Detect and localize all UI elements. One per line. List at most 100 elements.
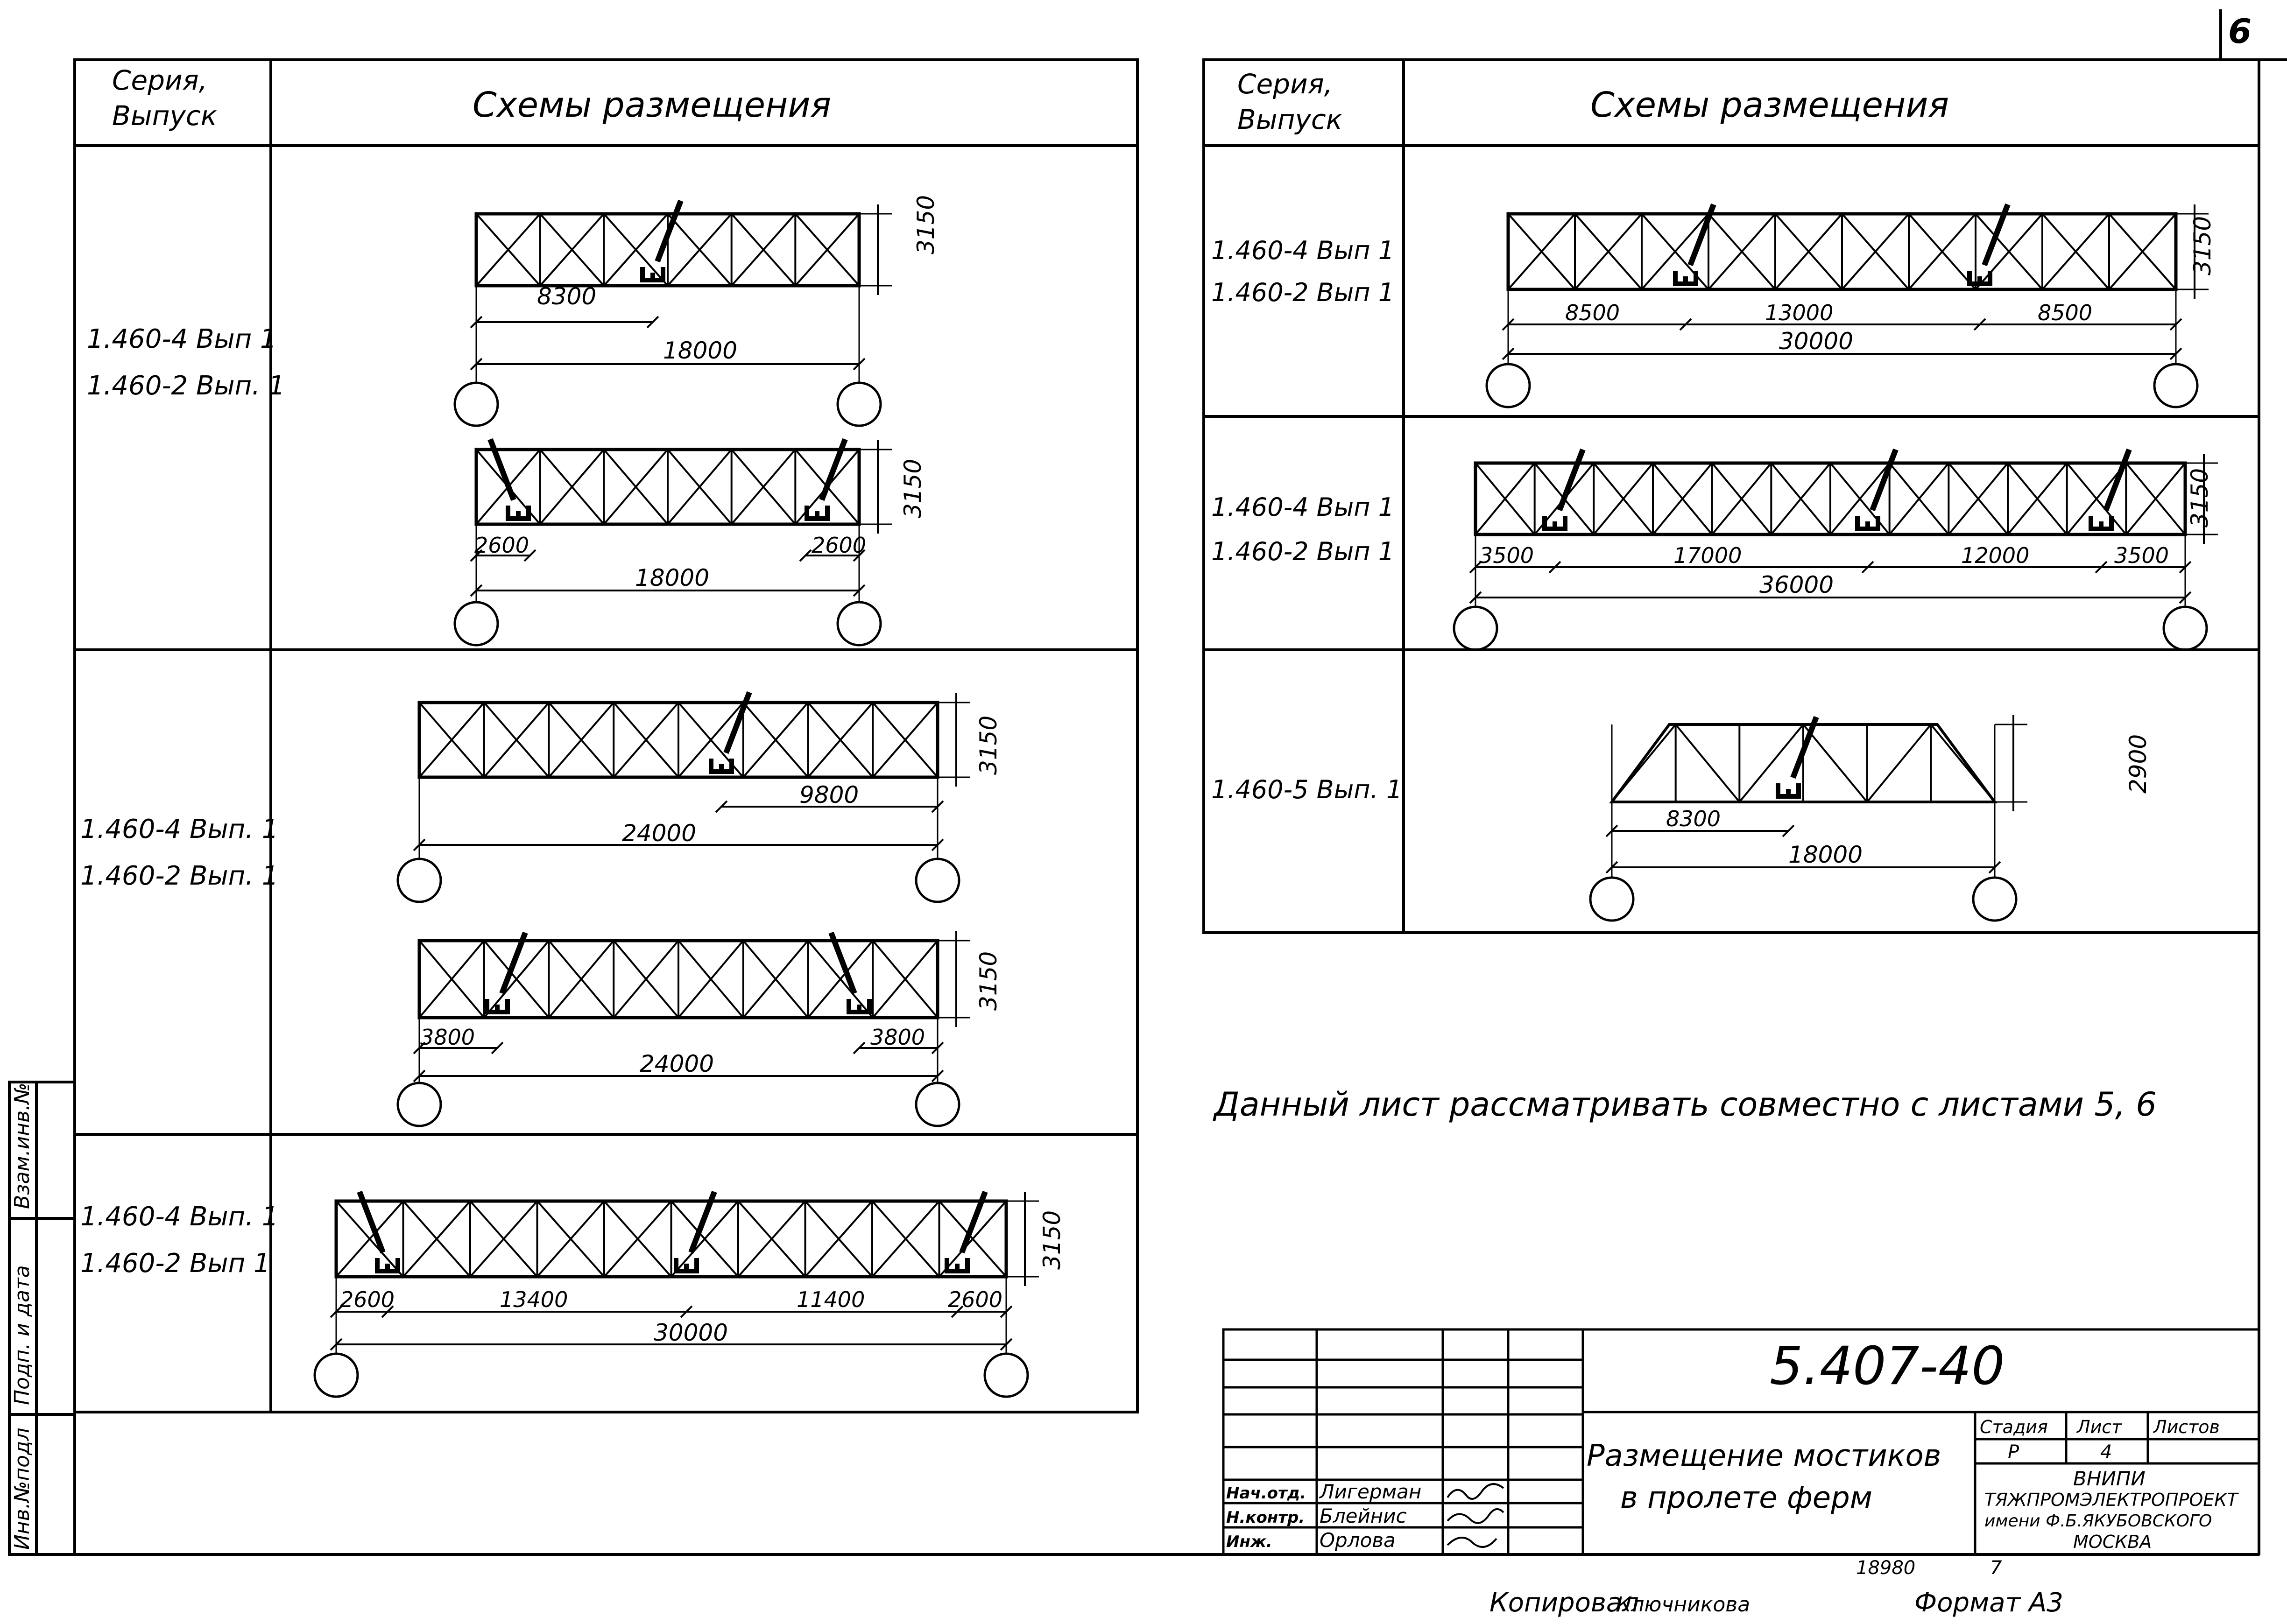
schemes-header: Схемы размещения: [1590, 85, 1949, 125]
truss-diagonal: [1770, 462, 1831, 535]
org-name-line3: имени Ф.Б.ЯКУБОВСКОГО: [1984, 1512, 2212, 1531]
support-node-circle: [915, 1082, 960, 1127]
truss-diagonal: [667, 449, 733, 525]
series-code: 1.460-4 Вып. 1: [80, 1202, 278, 1232]
truss-scheme-r2: [1453, 448, 2218, 651]
truss-diagonal: [613, 940, 679, 1019]
series-code: 1.460-4 Вып 1: [1211, 492, 1394, 522]
truss-diagonal: [939, 1200, 1007, 1278]
truss-diagonal: [613, 702, 679, 778]
truss-diagonal: [1507, 213, 1576, 290]
truss-diagonal: [1908, 213, 1976, 290]
document-title-line1: Размещение мостиков: [1587, 1439, 1941, 1473]
dimension-tick: [1973, 318, 1986, 331]
truss-l2b-labels: 3150 3800 3800 24000: [420, 951, 1002, 1077]
dimension-label: 8500: [1565, 300, 1620, 325]
walkway-bridge-symbol: [674, 1258, 699, 1273]
dimension-tick: [2095, 561, 2108, 574]
person-name: Лигерман: [1319, 1480, 1421, 1503]
truss-diagonal: [807, 702, 874, 778]
walkway-ladder: [357, 1190, 386, 1254]
truss-r1-labels: 3150 8500 13000 8500 30000: [1565, 216, 2216, 355]
truss-diagonal: [603, 449, 669, 525]
truss-height-label: 3150: [975, 951, 1002, 1011]
truss-diagonal: [1866, 724, 1932, 803]
truss-scheme-l2a: [396, 691, 970, 903]
truss-l2a-labels: 3150 9800 24000: [622, 716, 1002, 847]
truss-diagonal: [2125, 462, 2186, 535]
table-grid: [8, 9, 2287, 1556]
truss-l1a-labels: 3150 8300 18000: [537, 195, 939, 364]
truss-diagonal: [539, 213, 605, 287]
truss-diagonal: [2066, 462, 2127, 535]
truss-diagonal: [742, 702, 809, 778]
dimension-label: 2600: [948, 1287, 1002, 1312]
dimension-label: 3800: [870, 1025, 925, 1050]
support-node-circle: [983, 1352, 1029, 1398]
stamp-inventory: Инв.№подл: [10, 1427, 34, 1550]
stamp-replace: Взам.инв.№: [10, 1083, 34, 1209]
support-node-circle: [1485, 363, 1531, 408]
truss-diagonal: [1802, 724, 1868, 803]
truss-scheme-l1b: [453, 438, 892, 647]
walkway-bridge-symbol: [1855, 516, 1880, 531]
truss-diagonal: [1738, 724, 1804, 803]
truss-height-label: 3150: [899, 459, 926, 518]
truss-diagonal: [805, 1200, 873, 1278]
truss-diagonal: [603, 213, 669, 287]
series-header-line2: Выпуск: [112, 100, 217, 132]
dimension-tick: [715, 800, 728, 813]
truss-diagonal: [402, 1200, 471, 1278]
walkway-bridge-symbol: [1673, 271, 1698, 286]
dimension-label: 8300: [1666, 806, 1721, 831]
stamp-sign-date: Подп. и дата: [10, 1265, 34, 1405]
truss-diagonal: [603, 1200, 672, 1278]
dimension-tick: [1782, 824, 1795, 837]
walkway-bridge-symbol: [506, 506, 531, 521]
truss-diagonal: [548, 940, 614, 1019]
truss-diagonal: [1975, 213, 2043, 290]
span-label: 18000: [635, 564, 709, 591]
truss-diagonal: [871, 1200, 940, 1278]
title-block: 5.407-40 Размещение мостиков в пролете ф…: [1222, 1328, 2260, 1556]
truss-height-label: 3150: [975, 716, 1002, 775]
dimension-tick: [381, 1305, 394, 1318]
truss-diagonal: [807, 940, 874, 1019]
truss-diagonal: [2108, 213, 2177, 290]
walkway-ladder: [723, 691, 752, 754]
role-label: Н.контр.: [1226, 1508, 1305, 1527]
truss-diagonal: [1708, 213, 1776, 290]
series-code: 1.460-4 Вып. 1: [80, 814, 278, 844]
dimension-label: 11400: [797, 1287, 865, 1312]
truss-diagonal: [794, 213, 860, 287]
series-header-line2: Выпуск: [1237, 104, 1342, 135]
series-code: 1.460-2 Вып. 1: [80, 861, 278, 891]
support-node-circle: [313, 1352, 359, 1398]
walkway-ladder: [828, 931, 857, 995]
truss-diagonal: [1611, 724, 1677, 803]
truss-diagonal: [731, 213, 796, 287]
truss-diagonal: [539, 449, 605, 525]
role-label: Нач.отд.: [1226, 1484, 1306, 1503]
right-row-1-series: 1.460-4 Вып 1 1.460-2 Вып 1: [1211, 236, 1394, 307]
document-title-line2: в пролете ферм: [1620, 1481, 1872, 1515]
walkway-ladder: [487, 438, 516, 501]
sheet-note: Данный лист рассматривать совместно с ли…: [1213, 1085, 2157, 1124]
truss-diagonal: [737, 1200, 806, 1278]
truss-l3-labels: 3150 2600 13400 11400 2600 30000: [340, 1210, 1066, 1346]
right-table-header: Серия, Выпуск Схемы размещения: [1237, 68, 1949, 135]
truss-diagonal: [1675, 724, 1740, 803]
dimension-tick: [491, 1041, 504, 1055]
truss-diagonal: [742, 940, 809, 1019]
archive-sheet: 7: [1990, 1557, 2002, 1579]
truss-diagonal: [536, 1200, 605, 1278]
support-node-circle: [1589, 876, 1635, 922]
walkway-bridge-symbol: [1967, 271, 1992, 286]
dimension-tick: [951, 1305, 964, 1318]
span-label: 30000: [1779, 328, 1853, 355]
walkway-bridge-symbol: [847, 999, 872, 1014]
walkway-ladder: [819, 438, 848, 501]
truss-schemes: [313, 199, 2218, 1398]
span-label: 24000: [622, 820, 696, 847]
